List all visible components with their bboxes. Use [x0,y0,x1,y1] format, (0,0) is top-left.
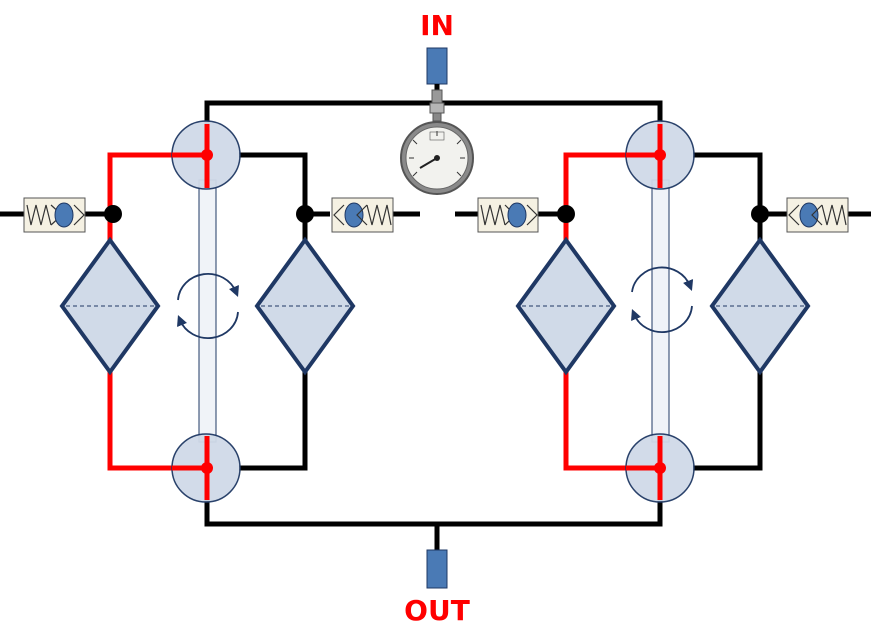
inlet-label: IN [420,9,454,42]
right-check-valve-outer [786,197,849,233]
pressure-gauge-icon [400,89,474,195]
left-idle-pipe-bottom [239,372,308,471]
bottom-manifold-line [204,478,663,527]
left-check-valve-inner [331,197,394,233]
right-idle-pipe-top [693,152,763,240]
right-junction-inner [557,205,575,223]
right-filter-element-b [709,236,811,376]
left-junction-inner [296,205,314,223]
left-valve-top-node [201,149,213,161]
right-check-valve-inner [477,197,539,233]
outlet-port [426,549,448,589]
right-junction-outer [751,205,769,223]
left-check-valve-outer [23,197,86,233]
right-idle-pipe-bottom [693,372,763,471]
left-filter-element-a [59,236,161,376]
left-rotate-arrows-icon [177,272,239,340]
left-valve-bottom-node [201,462,213,474]
right-valve-bottom-node [654,462,666,474]
right-changeover-shaft [651,179,670,443]
left-junction-outer [104,205,122,223]
right-filter-element-a [515,236,617,376]
right-valve-top-node [654,149,666,161]
outlet-label: OUT [404,594,470,627]
left-idle-pipe-top [239,152,308,240]
left-filter-element-b [254,236,356,376]
right-rotate-arrows-icon [631,266,694,334]
inlet-port [426,47,448,85]
left-changeover-shaft [198,179,217,443]
